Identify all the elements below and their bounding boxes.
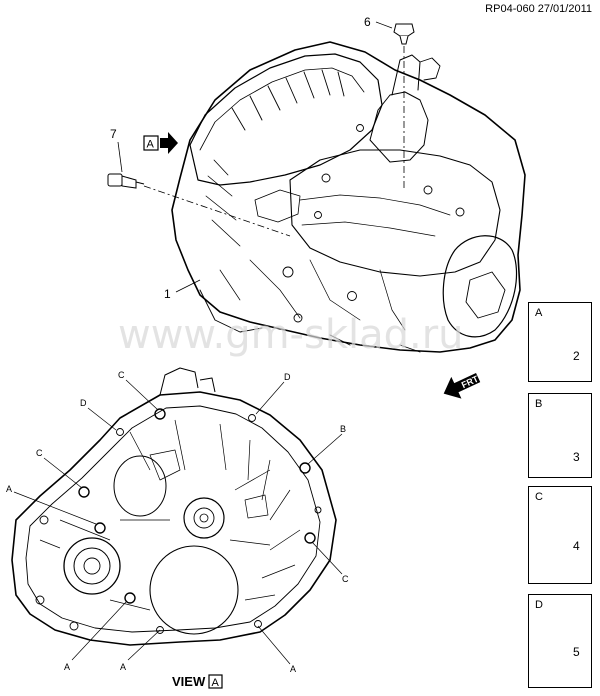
panel-letter: D: [535, 599, 543, 611]
callout-7: 7: [110, 127, 117, 141]
callout-1: 1: [164, 287, 171, 301]
panel-number: 4: [573, 539, 580, 553]
fastener-panel-a: A 2: [528, 302, 592, 382]
transmission-assembly: [171, 41, 526, 353]
bolt-letter-labels: C D D B C A C A A A: [6, 370, 349, 674]
view-title: VIEW A: [172, 674, 223, 689]
bolt-label: B: [340, 424, 346, 434]
panel-letter: A: [535, 307, 543, 319]
panel-letter: B: [535, 398, 543, 410]
fastener-panel-b: B 3: [528, 393, 592, 478]
bolt-label: D: [284, 372, 291, 382]
sensor-leader: [143, 185, 291, 237]
watermark: www.gm-sklad.ru: [118, 312, 464, 358]
svg-text:A: A: [147, 139, 155, 151]
bolt-label: D: [80, 398, 87, 408]
bolt-label: C: [342, 574, 349, 584]
bolt-label: A: [6, 484, 12, 494]
bolt-label: A: [64, 662, 70, 672]
fastener-panel-d: D 5: [528, 594, 592, 688]
bolt-label: C: [36, 448, 43, 458]
panel-number: 5: [573, 645, 580, 659]
svg-text:A: A: [212, 677, 220, 689]
svg-text:VIEW: VIEW: [172, 674, 206, 689]
panel-letter: C: [535, 491, 543, 503]
bolt-label: C: [118, 370, 125, 380]
case-face-view: [11, 367, 337, 646]
bolt-label: A: [290, 664, 296, 674]
bolt-leaders: [13, 379, 343, 665]
callout-6: 6: [364, 15, 371, 29]
panel-number: 2: [573, 349, 580, 363]
front-arrow: FRT: [443, 373, 480, 399]
reverse-lamp-switch: [107, 173, 145, 189]
panel-number: 3: [573, 450, 580, 464]
fastener-panel-c: C 4: [528, 486, 592, 584]
view-a-marker: A: [143, 132, 178, 154]
vent-plug: [393, 23, 415, 45]
drawing-reference: RP04-060 27/01/2011: [485, 3, 592, 15]
bolt-label: A: [120, 662, 126, 672]
